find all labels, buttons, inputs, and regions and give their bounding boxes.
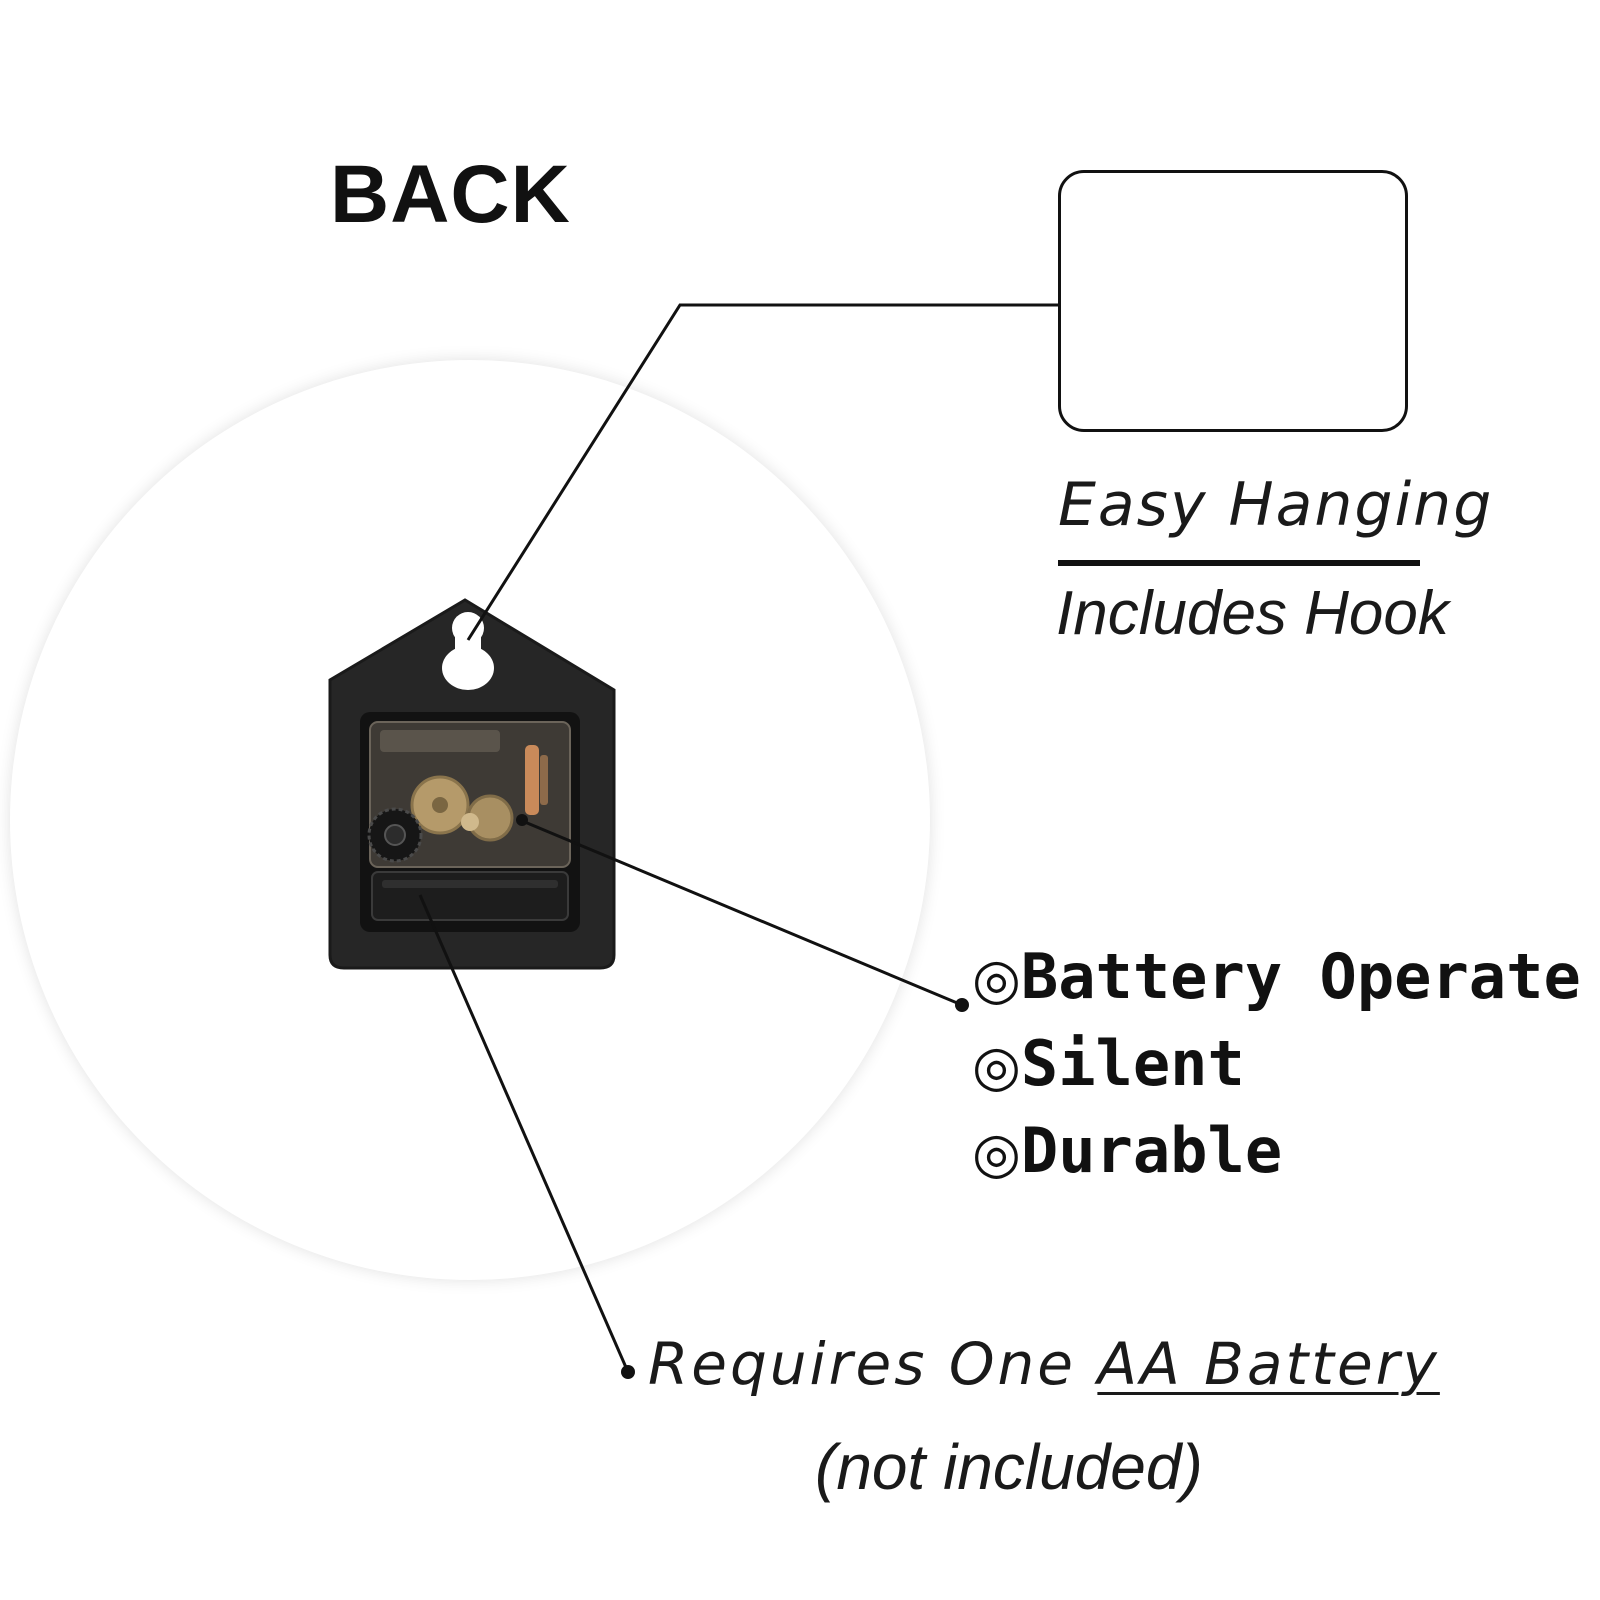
feature-item: ◎Durable: [972, 1109, 1581, 1196]
battery-requirement-prefix: Requires One: [648, 1330, 1098, 1398]
page-title: BACK: [330, 149, 571, 240]
hook-image-box: [1058, 170, 1408, 432]
battery-compartment: [371, 871, 569, 921]
bullseye-icon: ◎: [972, 947, 1021, 1012]
coil-icon: [525, 745, 539, 815]
battery-requirement: Requires One AA Battery: [648, 1330, 1440, 1398]
easy-hanging-label: Easy Hanging: [1058, 470, 1494, 540]
aa-battery-leader-line: [418, 894, 630, 1373]
feature-label: Battery Operate: [1020, 940, 1581, 1013]
feature-item: ◎Battery Operate: [972, 935, 1581, 1022]
feature-list: ◎Battery Operate ◎Silent ◎Durable: [972, 935, 1581, 1196]
battery-type: AA Battery: [1097, 1330, 1440, 1398]
feature-item: ◎Silent: [972, 1022, 1581, 1109]
easy-hanging-divider: [1058, 560, 1420, 566]
includes-hook-label: Includes Hook: [1056, 579, 1449, 648]
hook-leader-line: [466, 303, 1058, 641]
bullseye-icon: ◎: [972, 1034, 1021, 1099]
battery-operate-leader-line: [519, 818, 963, 1007]
feature-label: Durable: [1020, 1114, 1283, 1187]
feature-label: Silent: [1020, 1027, 1245, 1100]
bullseye-icon: ◎: [972, 1121, 1021, 1186]
battery-note: (not included): [815, 1431, 1203, 1503]
